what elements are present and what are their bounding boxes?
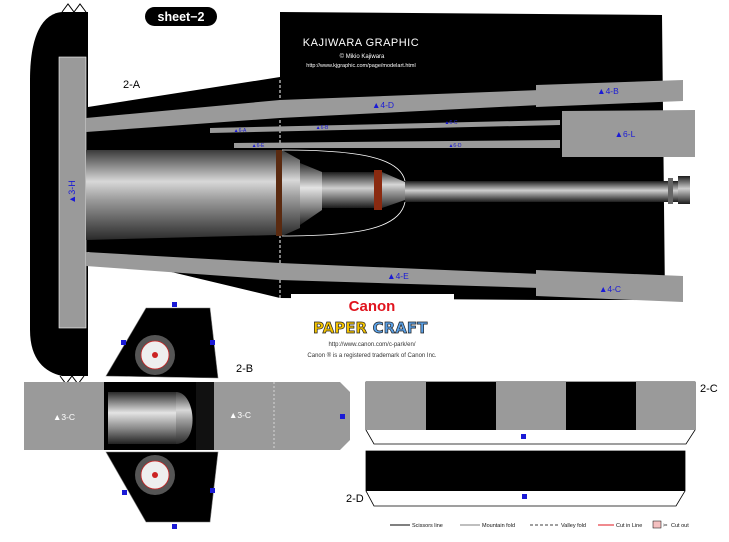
canon-paper-craft-logo: Canon PAPER CRAFT http://www.canon.com/c…: [291, 294, 454, 364]
part-label-2d: 2-D: [346, 493, 364, 505]
tab-6l-label: ▲6-L: [615, 129, 636, 139]
tab-4b-label: ▲4-B: [597, 86, 619, 96]
tab-6b-label: ▲6-B: [316, 125, 329, 131]
tab-6c-label: ▲6-C: [444, 120, 457, 126]
legend-scissors: Scissors line: [412, 523, 443, 529]
legend-cut-in: Cut in Line: [616, 523, 642, 529]
part-2c-strip: [365, 381, 696, 445]
tab-4b: ▲4-B: [536, 80, 683, 107]
legend-valley: Valley fold: [561, 523, 586, 529]
tab-3h-label: ▲3-H: [67, 180, 77, 203]
brand-author: © Mikio Kajiwara: [340, 53, 385, 60]
sheet-title: sheet−2: [158, 10, 205, 24]
strip-6a-6b-6c: ▲6-A ▲6-B ▲6-C: [210, 120, 560, 134]
paper-craft-word-1: PAPER: [313, 319, 367, 337]
tab-4c-label: ▲4-C: [599, 284, 621, 294]
tab-6l: ▲6-L: [562, 110, 695, 157]
part-2b-net: ▲3-C ▲3-C: [24, 302, 350, 529]
strip-4e: ▲4-E: [86, 252, 540, 288]
tab-4d-top-label: ▲4-D: [372, 100, 394, 110]
canon-logo: Canon: [349, 298, 396, 315]
tab-4c: ▲4-C: [536, 270, 683, 302]
tab-6a-label: ▲6-A: [234, 128, 247, 134]
tab-3h: ▲3-H: [58, 56, 87, 329]
legend-cut-out: Cut out: [671, 523, 689, 529]
sheet-title-badge: sheet−2: [145, 7, 217, 26]
part-label-2c: 2-C: [700, 383, 718, 395]
brand-logo: KAJIWARA GRAPHIC: [303, 37, 419, 49]
kajiwara-brand: KAJIWARA GRAPHIC © Mikio Kajiwara http:/…: [303, 37, 419, 69]
part-2d-strip: [365, 450, 686, 507]
part-label-2a: 2-A: [123, 79, 141, 91]
barrel-graphic: [86, 149, 690, 240]
tab-6d-label: ▲6-D: [448, 143, 461, 149]
brand-url: http://www.kjgraphic.com/page/modelart.h…: [306, 63, 415, 69]
canon-trademark: Canon ® is a registered trademark of Can…: [307, 352, 436, 359]
part-label-2b: 2-B: [236, 363, 253, 375]
line-legend: Scissors line Mountain fold Valley fold …: [390, 520, 689, 529]
tab-3c-left-label: ▲3-C: [53, 412, 75, 422]
tab-4e-label: ▲4-E: [387, 271, 409, 281]
tab-3c-mid-label: ▲3-C: [229, 410, 251, 420]
tab-6e-label: ▲6-E: [252, 143, 265, 149]
strip-6e-6d: ▲6-E ▲6-D: [234, 140, 560, 149]
strip-4d-top: ▲4-D: [86, 90, 540, 132]
scissors-icon: ✂: [663, 523, 668, 529]
canon-url: http://www.canon.com/c-park/en/: [328, 342, 415, 348]
legend-mountain: Mountain fold: [482, 523, 515, 529]
paper-craft-word-2: CRAFT: [373, 319, 428, 337]
